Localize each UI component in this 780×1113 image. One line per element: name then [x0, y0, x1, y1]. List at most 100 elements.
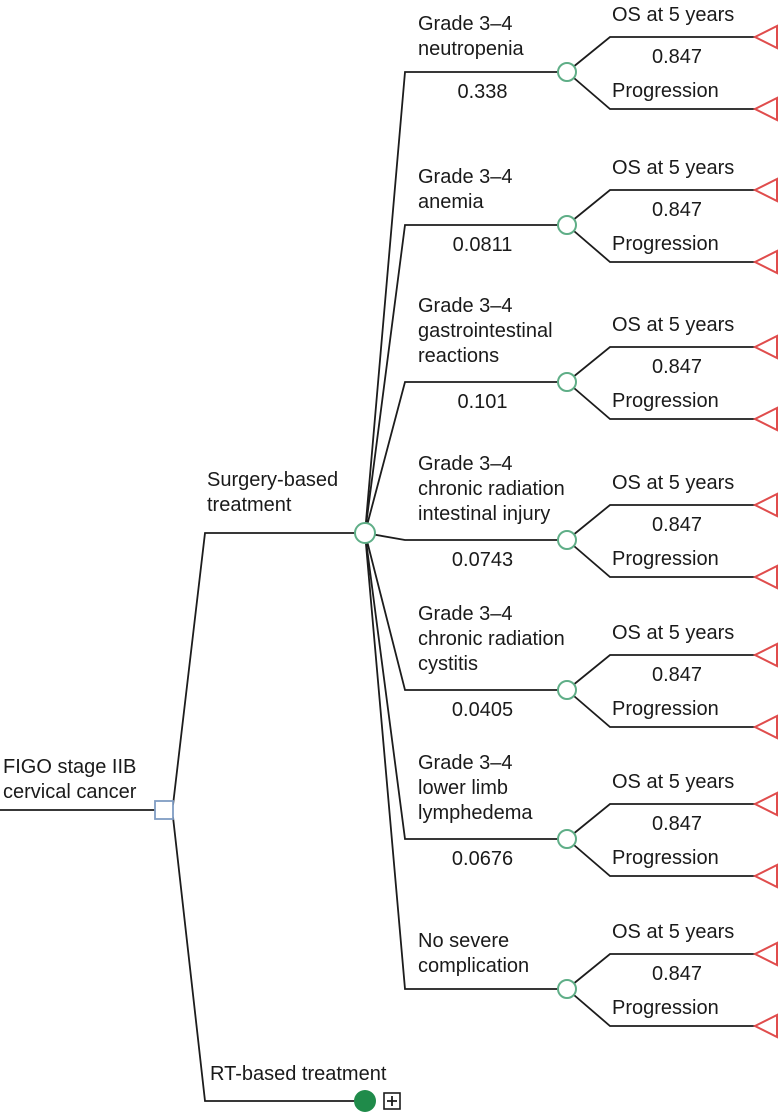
branch-line — [364, 381, 567, 534]
branch-label-line: Grade 3–4 — [418, 453, 513, 475]
progression-line — [566, 224, 755, 263]
branch-label-line: Grade 3–4 — [418, 752, 513, 774]
chance-node-branch — [557, 215, 577, 235]
branch-label-line: Grade 3–4 — [418, 603, 513, 625]
branch-label-line: Grade 3–4 — [418, 295, 513, 317]
progression-line — [566, 988, 755, 1027]
os-label: OS at 5 years — [612, 472, 735, 494]
progression-line — [566, 689, 755, 728]
os-label: OS at 5 years — [612, 921, 735, 943]
branch-label-line: chronic radiation — [418, 628, 565, 650]
branch-probability: 0.338 — [457, 81, 508, 103]
branch-line — [364, 532, 567, 840]
surgery-branch-line — [172, 532, 365, 806]
root-label-line1: FIGO stage IIB — [3, 756, 137, 778]
chance-node-branch — [557, 680, 577, 700]
os-probability: 0.847 — [651, 813, 703, 835]
outcome-lines — [566, 36, 755, 1027]
chance-node-branch — [557, 530, 577, 550]
os-probability: 0.847 — [651, 46, 703, 68]
branch-line — [364, 532, 567, 691]
terminal-node — [752, 249, 778, 275]
terminal-node — [752, 714, 778, 740]
branch-label-line: cystitis — [418, 653, 478, 675]
trunk-lines — [0, 532, 365, 1102]
terminal-node — [752, 642, 778, 668]
branch-label-line: Grade 3–4 — [418, 166, 513, 188]
os-line — [566, 803, 755, 840]
os-probability: 0.847 — [651, 963, 703, 985]
os-label: OS at 5 years — [612, 4, 735, 26]
terminal-node — [752, 96, 778, 122]
progression-label: Progression — [612, 997, 719, 1019]
branch-line — [364, 532, 567, 541]
os-line — [566, 346, 755, 383]
branch-label-line: No severe — [418, 930, 510, 952]
os-label: OS at 5 years — [612, 157, 735, 179]
branch-label-line: reactions — [418, 345, 500, 367]
terminal-node — [752, 863, 778, 889]
branch-label-line: Grade 3–4 — [418, 13, 513, 35]
surgery-label-line1: Surgery-based — [207, 469, 339, 491]
terminal-node — [752, 492, 778, 518]
terminal-nodes — [752, 24, 778, 1039]
os-label: OS at 5 years — [612, 771, 735, 793]
branch-probability: 0.0676 — [451, 848, 514, 870]
os-probability: 0.847 — [651, 356, 703, 378]
branch-line — [364, 224, 567, 534]
terminal-node — [752, 791, 778, 817]
terminal-node — [752, 1013, 778, 1039]
os-probability: 0.847 — [651, 199, 703, 221]
progression-label: Progression — [612, 847, 719, 869]
branch-probability: 0.0743 — [451, 549, 514, 571]
os-probability: 0.847 — [651, 664, 703, 686]
collapsed-node-rt — [354, 1090, 376, 1112]
rt-label: RT-based treatment — [210, 1063, 387, 1085]
branch-label-line: lymphedema — [418, 802, 533, 824]
branch-label-line: chronic radiation — [418, 478, 565, 500]
chance-node-surgery — [354, 522, 376, 544]
os-line — [566, 189, 755, 226]
branch-label-line: intestinal injury — [418, 503, 551, 525]
progression-label: Progression — [612, 548, 719, 570]
progression-label: Progression — [612, 233, 719, 255]
os-label: OS at 5 years — [612, 314, 735, 336]
branch-label-line: neutropenia — [418, 38, 524, 60]
terminal-node — [752, 406, 778, 432]
terminal-node — [752, 564, 778, 590]
surgery-label-line2: treatment — [207, 494, 292, 516]
terminal-node — [752, 334, 778, 360]
branch-label-line: lower limb — [418, 777, 509, 799]
progression-line — [566, 838, 755, 877]
os-line — [566, 504, 755, 541]
os-probability: 0.847 — [651, 514, 703, 536]
progression-line — [566, 539, 755, 578]
branch-label-line: anemia — [418, 191, 484, 213]
branch-label-line: complication — [418, 955, 530, 977]
branch-line — [364, 71, 567, 534]
chance-node-branch — [557, 62, 577, 82]
os-label: OS at 5 years — [612, 622, 735, 644]
root-label-line2: cervical cancer — [3, 781, 137, 803]
branch-probability: 0.101 — [457, 391, 508, 413]
rt-branch-line — [172, 816, 365, 1102]
progression-label: Progression — [612, 390, 719, 412]
branch-label-line: gastrointestinal — [418, 320, 553, 342]
progression-label: Progression — [612, 80, 719, 102]
chance-node-branch — [557, 829, 577, 849]
branch-probability: 0.0811 — [452, 234, 513, 256]
chance-node-branch — [557, 979, 577, 999]
terminal-node — [752, 24, 778, 50]
branch-probability: 0.0405 — [451, 699, 514, 721]
expand-icon[interactable] — [383, 1092, 401, 1110]
progression-label: Progression — [612, 698, 719, 720]
chance-node-branch — [557, 372, 577, 392]
progression-line — [566, 381, 755, 420]
os-line — [566, 36, 755, 73]
surgery-fan-lines — [364, 71, 567, 990]
os-line — [566, 953, 755, 990]
terminal-node — [752, 941, 778, 967]
branch-line — [364, 532, 567, 990]
